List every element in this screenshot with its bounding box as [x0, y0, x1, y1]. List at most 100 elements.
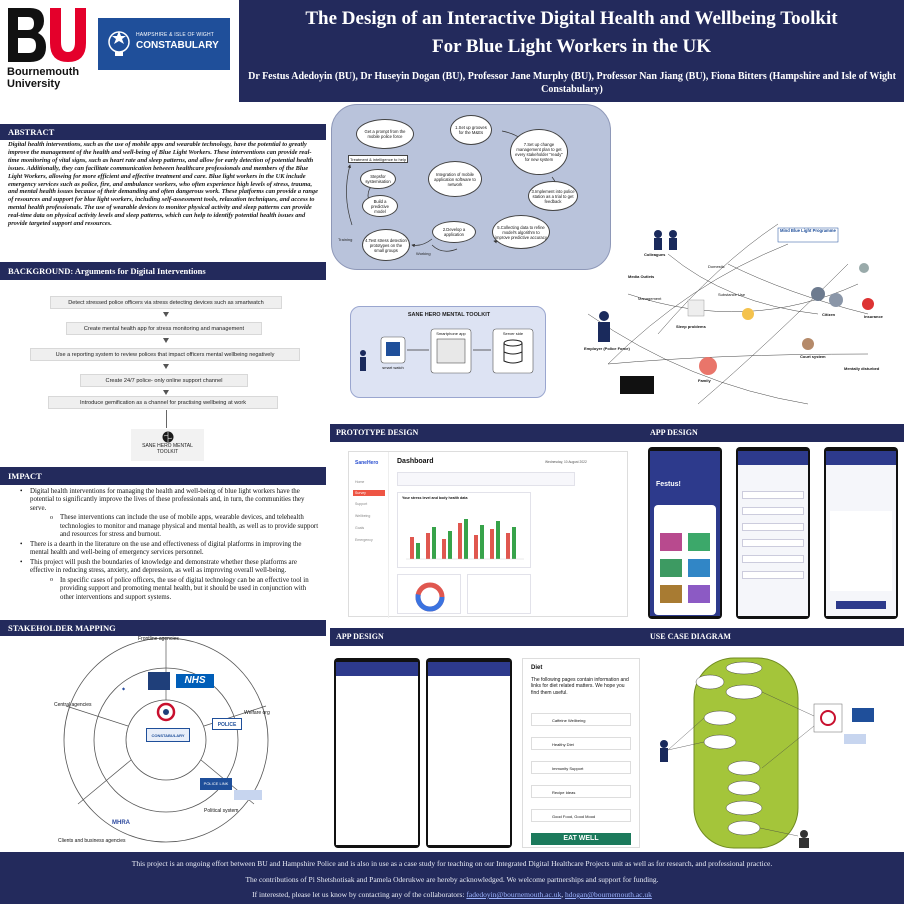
footer-line-1: This project is an ongoing effort betwee…	[131, 859, 773, 868]
label-welfare: Welfare org	[244, 710, 270, 716]
submit-button[interactable]	[836, 601, 886, 609]
tile[interactable]	[660, 533, 682, 551]
list-row[interactable]	[742, 539, 804, 547]
constabulary-logo: HAMPSHIRE & ISLE OF WIGHT CONSTABULARY	[98, 18, 230, 70]
cycle-node-box: Treatment & intelligence to help	[348, 155, 408, 163]
use-case-diagram	[648, 646, 904, 852]
tile[interactable]	[688, 533, 710, 551]
constabulary-mini-logo: CONSTABULARY	[146, 728, 190, 742]
nav-goals[interactable]: Goals	[355, 526, 365, 530]
bg-step-2: Create mental health app for stress moni…	[66, 322, 262, 335]
network-label: Family	[698, 378, 711, 383]
list-row[interactable]	[742, 491, 804, 499]
label-clients: Clients and business agencies	[58, 838, 126, 844]
stakeholder-onion-diagram: Frontline agencies Central agencies Welf…	[6, 636, 322, 850]
tile[interactable]	[660, 585, 682, 603]
app-design-heading-1: APP DESIGN	[644, 424, 904, 442]
stats-strip	[397, 472, 575, 486]
phone-screen	[738, 451, 808, 616]
network-label: Citizen	[822, 312, 836, 317]
nav-support[interactable]: Support	[355, 502, 368, 506]
stakeholder-network-diagram: Mind Blue Light Programme Colleagues Med…	[568, 204, 904, 416]
email-link-2[interactable]: hdogan@bournemouth.ac.uk	[564, 890, 652, 899]
diet-item[interactable]: Healthy Diet	[531, 737, 631, 750]
label-central: Central agencies	[54, 702, 92, 708]
health-bar-chart	[406, 519, 524, 560]
nav-emergency[interactable]: Emergency	[355, 538, 373, 542]
survey-form	[830, 511, 892, 591]
tile[interactable]	[688, 559, 710, 577]
nav-home[interactable]: Home	[355, 480, 365, 484]
diet-item[interactable]: Immunity Support	[531, 761, 631, 774]
app-bar	[428, 662, 510, 676]
toolkit-label: SANE HERO MENTAL TOOLKIT	[142, 443, 193, 455]
network-label: Substance Use	[718, 292, 746, 297]
diet-item[interactable]: Good Food, Good Mood	[531, 809, 631, 822]
bars	[410, 519, 516, 559]
mind-logo: ◆	[122, 686, 126, 691]
app-bar	[826, 451, 896, 465]
label-frontline: Frontline agencies	[138, 636, 179, 642]
list-row[interactable]	[742, 571, 804, 579]
dashboard-date: Wednesday, 10 August 2022	[545, 460, 587, 464]
network-title: Mind Blue Light Programme	[780, 228, 836, 233]
stakeholder-mapping-heading: STAKEHOLDER MAPPING	[0, 620, 326, 636]
impact-list: Digital health interventions for managin…	[12, 488, 321, 603]
prototype-heading: PROTOTYPE DESIGN	[330, 424, 644, 442]
list-row[interactable]	[742, 507, 804, 515]
abstract-text: Digital health interventions, such as th…	[8, 141, 318, 228]
health-chart-card: Your stress level and body health data	[397, 492, 531, 568]
impact-item: Digital health interventions for managin…	[12, 488, 321, 513]
phone-home: Festus!	[648, 447, 722, 619]
title-line-1: The Design of an Interactive Digital Hea…	[305, 8, 838, 29]
bg-arrow	[163, 390, 169, 395]
phone-list-2	[334, 658, 420, 848]
email-link-1[interactable]: fadedoyin@bournemouth.ac.uk	[466, 890, 562, 899]
network-label: Media Outlets	[628, 274, 655, 279]
dashboard-frame: SaneHero Home Survey Support Wellbeing G…	[348, 451, 628, 618]
list-card	[467, 574, 531, 614]
bg-arrow	[163, 312, 169, 317]
poster-header: Bournemouth University HAMPSHIRE & ISLE …	[0, 0, 904, 102]
cycle-node: Stepsfor systemisation	[360, 169, 396, 189]
donut-card	[397, 574, 461, 614]
donut-chart	[415, 582, 445, 612]
app-bar	[336, 662, 418, 676]
brain-icon	[162, 431, 174, 443]
network-label: Employer (Police Force)	[584, 346, 630, 351]
network-label: Management	[638, 296, 662, 301]
impact-item: There is a dearth in the literature on t…	[12, 541, 321, 558]
app-logo: SaneHero	[355, 460, 379, 466]
constabulary-logo-main: CONSTABULARY	[136, 40, 219, 51]
bg-arrow	[163, 364, 169, 369]
development-cycle-diagram: Get a prompt from the mobile police forc…	[331, 104, 611, 270]
diet-item[interactable]: Recipe Ideas	[531, 785, 631, 798]
prototype-dashboard: SaneHero Home Survey Support Wellbeing G…	[334, 443, 642, 623]
phone-screen	[428, 662, 510, 845]
diet-item[interactable]: Caffeine Wellbeing	[531, 713, 631, 726]
phone-article	[426, 658, 512, 848]
chart-notes	[537, 492, 621, 568]
list-row[interactable]	[742, 555, 804, 563]
list-row[interactable]	[742, 523, 804, 531]
network-label: Domestic	[708, 264, 725, 269]
nav-survey[interactable]: Survey	[353, 490, 385, 496]
phone-screen: Festus!	[650, 451, 720, 616]
tile[interactable]	[688, 585, 710, 603]
cycle-node: Build a predictive model	[362, 195, 398, 217]
tile[interactable]	[660, 559, 682, 577]
cycle-side-label: Training	[338, 237, 353, 242]
cycle-node: 7.Set up change management plan to get e…	[510, 129, 568, 175]
app-design-screens-1: Festus!	[648, 443, 904, 623]
dashboard-title: Dashboard	[397, 458, 434, 465]
mhra-logo: MHRA	[112, 820, 130, 826]
bg-step-4: Create 24/7 police- only online support …	[80, 374, 248, 387]
toolkit-arch-svg	[360, 328, 534, 374]
cycle-node: 4.Test stress detection prototypes on th…	[362, 229, 410, 261]
use-case-heading: USE CASE DIAGRAM	[644, 628, 904, 646]
home-tiles	[654, 505, 716, 615]
nav-wellbeing[interactable]: Wellbeing	[355, 514, 371, 518]
impact-subitem: These interventions can include the use …	[12, 514, 321, 539]
agency-logo	[234, 790, 262, 800]
police-logo: POLICE	[212, 718, 242, 730]
